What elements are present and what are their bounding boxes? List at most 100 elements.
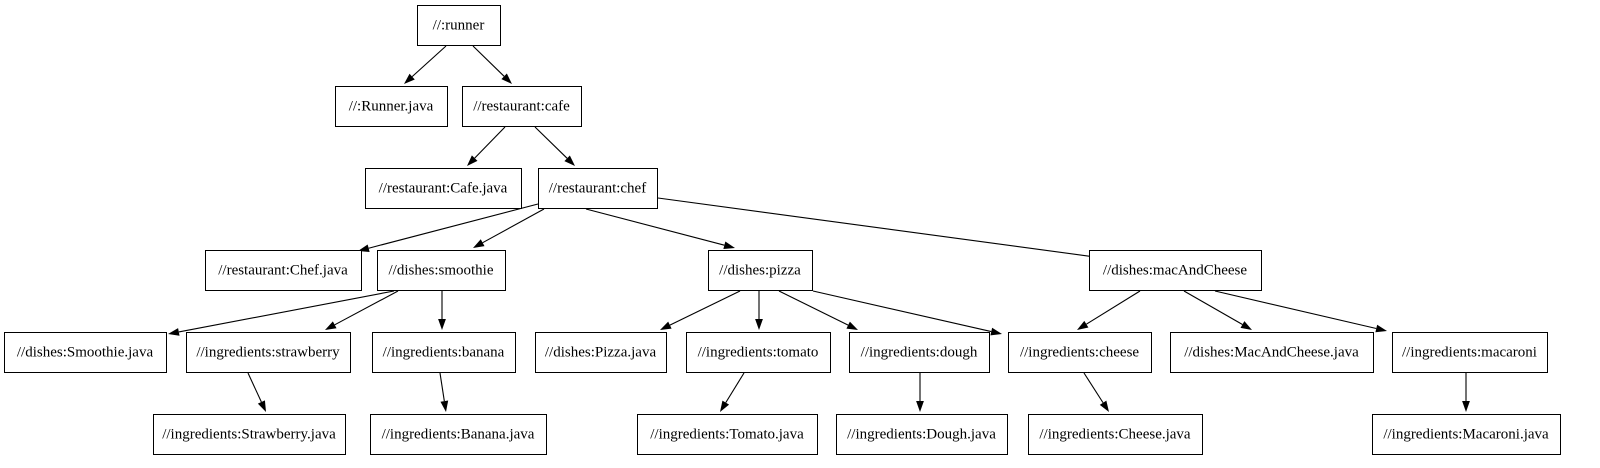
node-label: //restaurant:Chef.java [218, 262, 348, 278]
node-label: //restaurant:chef [549, 180, 646, 196]
graph-edge [1083, 372, 1109, 412]
graph-node-cheese_java[interactable]: //ingredients:Cheese.java [1028, 414, 1203, 455]
edge-line [1086, 290, 1141, 325]
graph-node-chef[interactable]: //restaurant:chef [538, 168, 658, 209]
graph-edge [438, 291, 446, 330]
node-box[interactable] [365, 168, 522, 209]
graph-node-dough_java[interactable]: //ingredients:Dough.java [836, 414, 1008, 455]
node-box[interactable] [1170, 332, 1374, 373]
edge-arrowhead-icon [1099, 400, 1109, 412]
node-box[interactable] [686, 332, 831, 373]
node-box[interactable] [836, 414, 1008, 455]
graph-edge [404, 45, 447, 84]
node-box[interactable] [462, 86, 582, 127]
node-box[interactable] [186, 332, 351, 373]
graph-edge [1462, 373, 1470, 412]
edge-line [247, 372, 262, 403]
edge-line [334, 290, 399, 326]
edge-arrowhead-icon [1462, 401, 1470, 412]
node-label: //ingredients:dough [861, 344, 978, 360]
node-box[interactable] [377, 250, 506, 291]
graph-edge [247, 372, 266, 412]
node-box[interactable] [849, 332, 990, 373]
graph-node-tomato[interactable]: //ingredients:tomato [686, 332, 831, 373]
graph-edge [168, 290, 395, 336]
node-label: //dishes:pizza [719, 262, 801, 278]
node-box[interactable] [4, 332, 167, 373]
graph-node-smoothie[interactable]: //dishes:smoothie [377, 250, 506, 291]
node-box[interactable] [335, 86, 448, 127]
node-box[interactable] [535, 332, 667, 373]
edge-line [439, 372, 445, 402]
edge-line [368, 203, 539, 249]
node-box[interactable] [370, 414, 547, 455]
graph-edge [534, 126, 575, 166]
graph-node-strawberry[interactable]: //ingredients:strawberry [186, 332, 351, 373]
graph-edge [812, 290, 1002, 336]
graph-node-cafe[interactable]: //restaurant:cafe [462, 86, 582, 127]
graph-node-tomato_java[interactable]: //ingredients:Tomato.java [637, 414, 818, 455]
graph-node-banana_java[interactable]: //ingredients:Banana.java [370, 414, 547, 455]
node-label: //ingredients:Tomato.java [650, 426, 804, 442]
graph-edge [473, 208, 545, 248]
graph-node-smoothie_java[interactable]: //dishes:Smoothie.java [4, 332, 167, 373]
node-box[interactable] [708, 250, 813, 291]
graph-node-macaroni_java[interactable]: //ingredients:Macaroni.java [1372, 414, 1561, 455]
node-label: //:runner [433, 17, 485, 33]
graph-node-macandcheese[interactable]: //dishes:macAndCheese [1089, 250, 1262, 291]
graph-node-macandcheese_java[interactable]: //dishes:MacAndCheese.java [1170, 332, 1374, 373]
graph-edge [1183, 290, 1252, 330]
graph-node-pizza_java[interactable]: //dishes:Pizza.java [535, 332, 667, 373]
edge-line [178, 290, 395, 333]
edge-arrowhead-icon [438, 319, 446, 330]
node-box[interactable] [1372, 414, 1561, 455]
graph-node-chef_java[interactable]: //restaurant:Chef.java [205, 250, 362, 291]
node-box[interactable] [1028, 414, 1203, 455]
edge-arrowhead-icon [168, 328, 180, 336]
graph-edge [585, 208, 735, 249]
node-box[interactable] [538, 168, 658, 209]
graph-node-runner[interactable]: //:runner [417, 5, 501, 46]
node-layer: //:runner //:Runner.java //restaurant:cafe… [4, 5, 1561, 455]
node-box[interactable] [637, 414, 818, 455]
graph-edge [720, 372, 745, 412]
node-box[interactable] [1008, 332, 1152, 373]
node-box[interactable] [153, 414, 346, 455]
graph-node-cafe_java[interactable]: //restaurant:Cafe.java [365, 168, 522, 209]
node-label: //dishes:Smoothie.java [17, 344, 154, 360]
graph-node-dough[interactable]: //ingredients:dough [849, 332, 990, 373]
node-label: //:Runner.java [349, 98, 434, 114]
node-box[interactable] [1089, 250, 1262, 291]
graph-node-banana[interactable]: //ingredients:banana [372, 332, 516, 373]
graph-node-cheese[interactable]: //ingredients:cheese [1008, 332, 1152, 373]
edge-line [472, 45, 505, 77]
edge-arrowhead-icon [755, 319, 763, 330]
graph-edge [1077, 290, 1141, 330]
node-box[interactable] [372, 332, 516, 373]
edge-arrowhead-icon [257, 400, 266, 412]
edge-arrowhead-icon [325, 321, 337, 330]
graph-node-pizza[interactable]: //dishes:pizza [708, 250, 813, 291]
graph-edge [467, 126, 506, 166]
node-label: //dishes:macAndCheese [1103, 262, 1247, 278]
edge-arrowhead-icon [1375, 324, 1387, 333]
node-label: //ingredients:Banana.java [382, 426, 535, 442]
graph-node-strawberry_java[interactable]: //ingredients:Strawberry.java [153, 414, 346, 455]
node-label: //dishes:Pizza.java [545, 344, 657, 360]
graph-edge [660, 290, 741, 330]
graph-node-runner_java[interactable]: //:Runner.java [335, 86, 448, 127]
graph-edge [472, 45, 512, 84]
edge-arrowhead-icon [564, 155, 575, 166]
graph-node-macaroni[interactable]: //ingredients:macaroni [1392, 332, 1548, 373]
node-box[interactable] [417, 5, 501, 46]
node-box[interactable] [205, 250, 362, 291]
edge-arrowhead-icon [660, 321, 672, 330]
edge-line [812, 290, 992, 333]
node-label: //ingredients:macaroni [1402, 344, 1537, 360]
node-box[interactable] [1392, 332, 1548, 373]
node-label: //ingredients:strawberry [196, 344, 340, 360]
edge-arrowhead-icon [440, 400, 449, 412]
node-label: //ingredients:cheese [1020, 344, 1139, 360]
edge-arrowhead-icon [846, 321, 858, 330]
node-label: //ingredients:tomato [698, 344, 819, 360]
